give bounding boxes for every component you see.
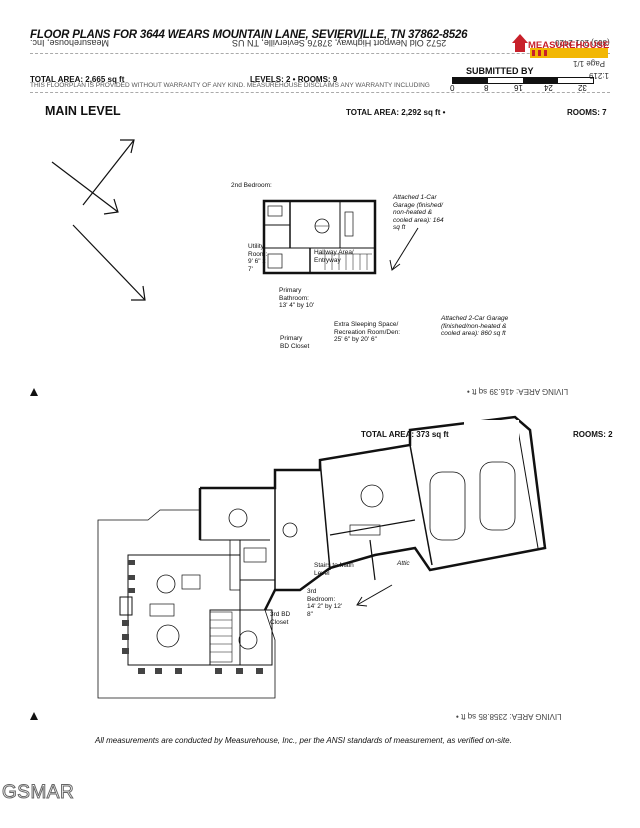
levels-rooms: LEVELS: 2 • ROOMS: 9	[250, 75, 338, 84]
floorplan-title: FLOOR PLANS FOR 3644 WEARS MOUNTAIN LANE…	[30, 29, 468, 41]
disclaimer-text: THIS FLOORPLAN IS PROVIDED WITHOUT WARRA…	[30, 82, 430, 89]
header-bottom-separator	[30, 92, 610, 93]
label-3rd-closet: 3rd BD Closet	[270, 611, 291, 626]
footer-note: All measurements are conducted by Measur…	[95, 736, 512, 745]
north-marker-lower	[30, 712, 38, 720]
lower-level-total-area: TOTAL AREA: 373 sq ft	[361, 430, 449, 439]
label-attic: Attic	[397, 560, 410, 567]
main-level-total-area: TOTAL AREA: 2,292 sq ft •	[346, 108, 446, 117]
submitted-by: SUBMITTED BY	[466, 66, 534, 76]
lower-level-living-area-mirrored: LIVING AREA: 2358.85 sq ft •	[456, 712, 562, 721]
lower-level-rooms: ROOMS: 2	[573, 430, 613, 439]
scale-bar	[452, 77, 594, 84]
label-3rd-bedroom: 3rd Bedroom: 14' 2" by 12' 8"	[307, 588, 343, 618]
label-utility-room: Utility Room: 9' 6" x 7'	[248, 243, 268, 273]
header-separator	[30, 53, 610, 54]
mls-watermark: GSMAR	[1, 782, 75, 804]
label-stairs: Stairs to Main Level	[314, 562, 354, 577]
total-area: TOTAL AREA: 2,665 sq ft	[30, 75, 125, 84]
logo-text: MEASUREHOUSE	[528, 40, 610, 51]
label-hallway: Hallway Area/ Entryway	[314, 249, 354, 264]
label-primary-bathroom: Primary Bathroom: 13' 4" by 10'	[279, 287, 315, 309]
label-garage-1car: Attached 1-Car Garage (finished/ non-hea…	[393, 194, 444, 231]
north-marker-main	[30, 388, 38, 396]
measurehouse-logo: MEASUREHOUSE	[510, 31, 610, 59]
label-extra-sleeping: Extra Sleeping Space/ Recreation Room/De…	[334, 321, 401, 343]
label-2nd-bedroom: 2nd Bedroom:	[231, 182, 272, 189]
label-garage-2car: Attached 2-Car Garage (finished/non-heat…	[441, 315, 509, 337]
label-primary-closet: Primary BD Closet	[280, 335, 310, 350]
main-level-rooms: ROOMS: 7	[567, 108, 607, 117]
main-level-title: MAIN LEVEL	[45, 104, 121, 118]
